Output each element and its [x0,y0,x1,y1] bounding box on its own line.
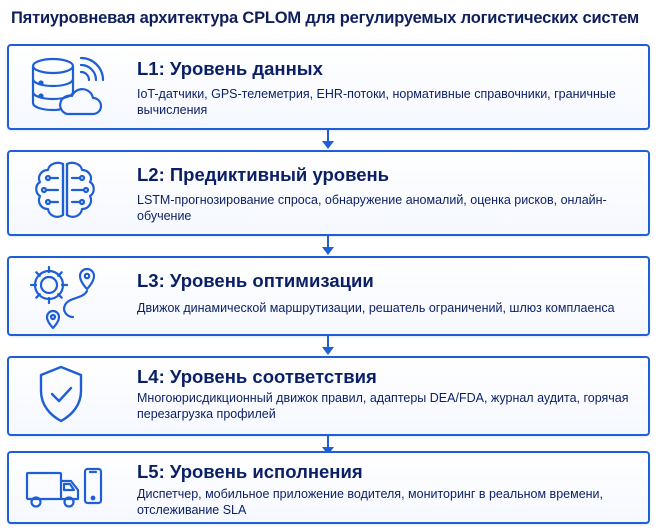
database-cloud-icon [23,52,107,122]
layer-l3-optimization: L3: Уровень оптимизации Движок динамичес… [7,256,650,336]
arrow-down-icon [320,336,336,356]
arrow-down-icon [320,130,336,150]
layer-description: Многоюрисдикционный движок правил, адапт… [137,391,629,421]
layer-title: L3: Уровень оптимизации [137,270,374,291]
gear-route-icon [23,261,107,331]
layer-l4-compliance: L4: Уровень соответствия Многоюрисдикцио… [7,356,650,436]
layer-title: L4: Уровень соответствия [137,366,377,387]
layer-title: L1: Уровень данных [137,58,323,79]
diagram-title: Пятиуровневая архитектура CPLOM для регу… [11,9,640,27]
shield-check-icon [23,361,107,431]
layer-l1-data: L1: Уровень данных IoT-датчики, GPS-теле… [7,44,650,130]
layer-l2-predictive: L2: Предиктивный уровень LSTM-прогнозиро… [7,150,650,236]
arrow-down-icon [320,236,336,256]
layer-description: LSTM-прогнозирование спроса, обнаружение… [137,193,607,223]
layer-description: Диспетчер, мобильное приложение водителя… [137,487,604,517]
layer-title: L5: Уровень исполнения [137,461,363,482]
layer-title: L2: Предиктивный уровень [137,164,390,185]
layer-l5-execution: L5: Уровень исполнения Диспетчер, мобиль… [7,451,650,524]
layer-description: IoT-датчики, GPS-телеметрия, EHR-потоки,… [137,87,616,117]
layer-description: Движок динамической маршрутизации, решат… [137,301,615,315]
brain-circuit-icon [23,158,107,228]
truck-phone-icon [23,453,107,523]
